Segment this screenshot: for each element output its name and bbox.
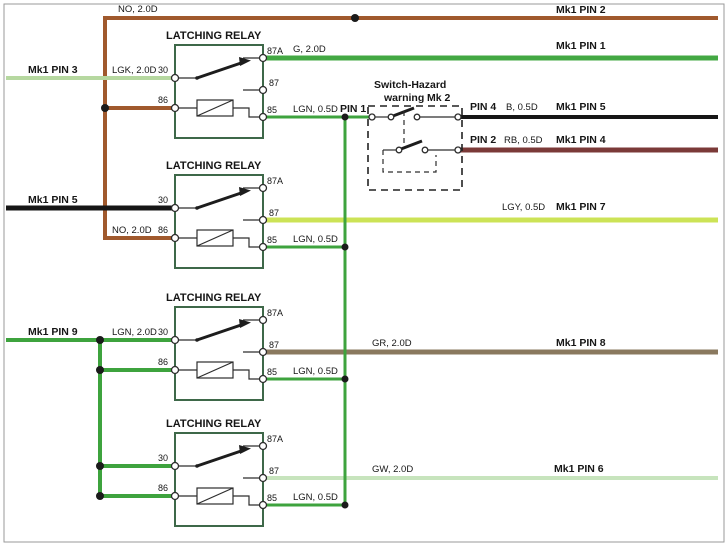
- wire-code-g: G, 2.0D: [293, 44, 326, 55]
- relay-box: [174, 306, 264, 401]
- wire-code-lgn-2: LGN, 0.5D: [293, 234, 338, 245]
- terminal-30-label: 30: [158, 65, 168, 75]
- wire-lgn-pin9-net: [6, 338, 175, 498]
- terminal-85-label: 85: [267, 493, 277, 503]
- wire-code-lgk: LGK, 2.0D: [112, 65, 156, 76]
- switch-box-outline: [367, 105, 463, 191]
- wire-code-lgn-2-0: LGN, 2.0D: [112, 327, 157, 338]
- terminal-30-label: 30: [158, 195, 168, 205]
- wire-code-lgn-1: LGN, 0.5D: [293, 104, 338, 115]
- terminal-87-label: 87: [269, 466, 279, 476]
- relay-internals: [170, 53, 268, 122]
- switch-title-line1: Switch-Hazard: [374, 79, 446, 91]
- switch-title-line2: warning: [383, 92, 424, 104]
- connector-label-mk1-pin5-right: Mk1 PIN 5: [556, 101, 606, 113]
- latching-relay-4: LATCHING RELAY 30 86 87A 87 85: [158, 418, 283, 527]
- terminal-87-label: 87: [269, 208, 279, 218]
- wire-code-rb: RB, 0.5D: [504, 135, 543, 146]
- switch-pin4-label: PIN 4: [470, 101, 496, 113]
- wire-no-brown: [103, 16, 718, 240]
- wire-code-lgn-4: LGN, 0.5D: [293, 492, 338, 503]
- terminal-87a-label: 87A: [267, 434, 283, 444]
- connector-label-mk1-pin5-left: Mk1 PIN 5: [28, 194, 78, 206]
- connector-label-mk1-pin7: Mk1 PIN 7: [556, 201, 606, 213]
- wire-code-lgy: LGY, 0.5D: [502, 202, 545, 213]
- connector-label-mk1-pin6: Mk1 PIN 6: [554, 463, 604, 475]
- wire-lgn-net: [263, 115, 370, 507]
- junction-dots: [96, 14, 359, 509]
- connector-label-mk1-pin4: Mk1 PIN 4: [556, 134, 606, 146]
- wire-code-no-top: NO, 2.0D: [118, 4, 158, 15]
- relay-title: LATCHING RELAY: [166, 292, 262, 304]
- switch-pin1-label: PIN 1: [340, 103, 366, 115]
- switch-hazard-box: [367, 105, 463, 191]
- relay-title: LATCHING RELAY: [166, 30, 262, 42]
- latching-relay-2: LATCHING RELAY 30 86 87A 87 85: [158, 160, 283, 269]
- wire-code-gw: GW, 2.0D: [372, 464, 413, 475]
- terminal-85-label: 85: [267, 367, 277, 377]
- terminal-86-label: 86: [158, 95, 168, 105]
- relay-internals: [170, 315, 268, 384]
- switch-mk2-label: Mk 2: [427, 92, 451, 104]
- connector-label-mk1-pin3: Mk1 PIN 3: [28, 64, 78, 76]
- wire-code-b: B, 0.5D: [506, 102, 538, 113]
- switch-pin2-label: PIN 2: [470, 134, 496, 146]
- terminal-86-label: 86: [158, 225, 168, 235]
- connector-label-mk1-pin1: Mk1 PIN 1: [556, 40, 606, 52]
- latching-relay-1: LATCHING RELAY 30 86 87A 87 85: [158, 30, 283, 139]
- terminal-86-label: 86: [158, 483, 168, 493]
- connector-label-mk1-pin8: Mk1 PIN 8: [556, 337, 606, 349]
- switch-internals: [368, 106, 462, 173]
- wire-code-gr: GR, 2.0D: [372, 338, 412, 349]
- terminal-85-label: 85: [267, 235, 277, 245]
- latching-relay-3: LATCHING RELAY 30 86 87A 87 85: [158, 292, 283, 401]
- wire-code-lgn-3: LGN, 0.5D: [293, 366, 338, 377]
- terminal-87a-label: 87A: [267, 46, 283, 56]
- relay-title: LATCHING RELAY: [166, 160, 262, 172]
- relay-internals: [170, 183, 268, 252]
- relay-title: LATCHING RELAY: [166, 418, 262, 430]
- terminal-87a-label: 87A: [267, 308, 283, 318]
- wire-code-no-relay2: NO, 2.0D: [112, 225, 152, 236]
- relay-box: [174, 174, 264, 269]
- relay-internals: [170, 441, 268, 510]
- diagram-border: [3, 3, 725, 543]
- terminal-86-label: 86: [158, 357, 168, 367]
- terminal-87a-label: 87A: [267, 176, 283, 186]
- relay-box: [174, 432, 264, 527]
- connector-label-mk1-pin9: Mk1 PIN 9: [28, 326, 78, 338]
- terminal-85-label: 85: [267, 105, 277, 115]
- relay-box: [174, 44, 264, 139]
- terminal-87-label: 87: [269, 340, 279, 350]
- connector-label-mk1-pin2: Mk1 PIN 2: [556, 4, 606, 16]
- terminal-30-label: 30: [158, 327, 168, 337]
- terminal-87-label: 87: [269, 78, 279, 88]
- terminal-30-label: 30: [158, 453, 168, 463]
